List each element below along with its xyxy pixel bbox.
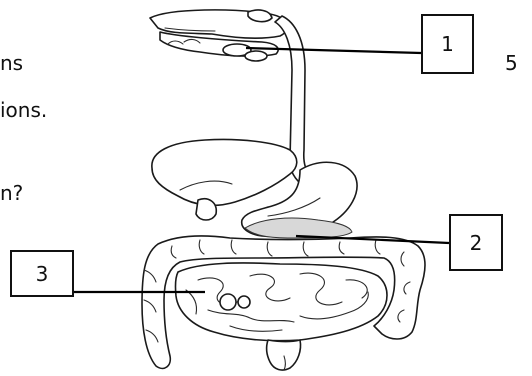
liver xyxy=(152,139,297,205)
label-2-text: 2 xyxy=(470,231,483,255)
gallbladder xyxy=(196,199,216,220)
label-3-text: 3 xyxy=(36,262,49,286)
label-1-text: 1 xyxy=(441,32,454,56)
mouth-region xyxy=(150,10,287,61)
label-box-2: 2 xyxy=(449,214,503,271)
pancreas xyxy=(245,218,352,238)
label-box-3: 3 xyxy=(10,250,74,297)
label-box-1: 1 xyxy=(421,14,474,74)
rectum xyxy=(267,340,301,370)
small-intestine xyxy=(175,263,387,341)
